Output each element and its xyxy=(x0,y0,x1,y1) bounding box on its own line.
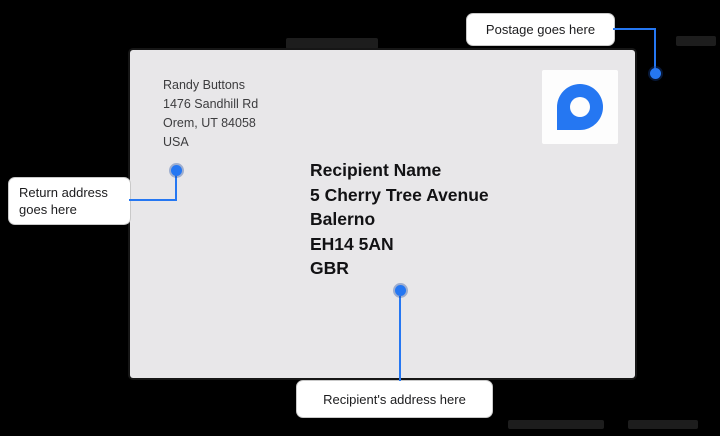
background-artifact xyxy=(676,36,716,46)
postage-stamp xyxy=(542,70,618,144)
postage-connector-line xyxy=(654,28,656,72)
recipient-callout-label: Recipient's address here xyxy=(323,391,466,407)
recipient-connector-line xyxy=(399,296,401,381)
recipient-callout: Recipient's address here xyxy=(296,380,493,418)
background-artifact xyxy=(286,38,378,49)
recipient-address-block: Recipient Name 5 Cherry Tree Avenue Bale… xyxy=(310,158,489,281)
return-address-line: USA xyxy=(163,135,189,149)
logo-hole xyxy=(570,97,590,117)
location-pin-logo-icon xyxy=(557,84,603,130)
envelope: Randy Buttons 1476 Sandhill Rd Orem, UT … xyxy=(130,50,635,378)
recipient-address-line: EH14 5AN xyxy=(310,233,394,254)
postage-callout: Postage goes here xyxy=(466,13,615,46)
background-artifact xyxy=(628,420,698,429)
return-address-line: Randy Buttons xyxy=(163,78,245,92)
postage-anchor-dot xyxy=(650,68,661,79)
return-connector-line xyxy=(129,199,177,201)
return-anchor-dot xyxy=(171,165,182,176)
return-address-line: 1476 Sandhill Rd xyxy=(163,97,259,111)
return-address-block: Randy Buttons 1476 Sandhill Rd Orem, UT … xyxy=(163,76,258,152)
return-connector-line xyxy=(175,174,177,201)
background-artifact xyxy=(508,420,604,429)
return-address-callout: Return address goes here xyxy=(8,177,131,225)
recipient-address-line: GBR xyxy=(310,258,349,278)
postage-callout-label: Postage goes here xyxy=(485,22,596,37)
postage-connector-line xyxy=(613,28,656,30)
recipient-anchor-dot xyxy=(395,285,406,296)
recipient-address-line: Recipient Name xyxy=(310,160,442,180)
recipient-address-line: Balerno xyxy=(310,209,376,229)
return-address-callout-label: Return address goes here xyxy=(19,185,108,217)
return-address-line: Orem, UT 84058 xyxy=(163,116,256,130)
recipient-address-line: 5 Cherry Tree Avenue xyxy=(310,184,489,205)
